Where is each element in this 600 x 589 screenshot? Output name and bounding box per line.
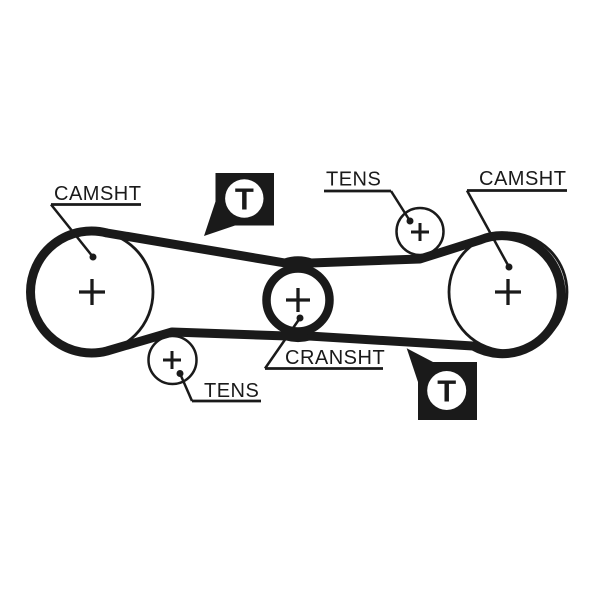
camshaft-right-center-plus-icon — [495, 279, 521, 305]
camshaft-right-label: CAMSHT — [479, 168, 566, 190]
camshaft-left-label: CAMSHT — [54, 183, 141, 205]
timing-mark-bottom-circle — [427, 371, 467, 410]
tensioner-bottom-center-plus-icon — [163, 351, 181, 369]
label-crankshaft: CRANSHT — [263, 314, 385, 370]
tensioner-top-leader-dot — [406, 217, 414, 225]
camshaft-left-leader-line — [50, 203, 94, 258]
camshaft-left-center-plus-icon — [79, 279, 105, 305]
crankshaft-label: CRANSHT — [285, 347, 385, 369]
label-camshaft-left: CAMSHT — [50, 183, 141, 261]
tensioner-top-center-plus-icon — [411, 223, 429, 241]
tensioner-bottom-leader-line — [178, 373, 194, 402]
timing-mark-icon-top: T — [204, 173, 274, 236]
label-tensioner-bottom: TENS — [176, 370, 261, 403]
timing-mark-icon-bottom: T — [406, 348, 477, 420]
crankshaft-pulley — [262, 264, 334, 336]
camshaft-right-leader-dot — [505, 263, 513, 271]
tensioner-bottom-leader-dot — [176, 370, 184, 377]
timing-mark-top-circle — [225, 179, 264, 218]
timing-mark-top-letter: T — [235, 182, 254, 217]
label-camshaft-right: CAMSHT — [465, 168, 567, 271]
timing-belt — [26, 226, 566, 359]
tensioner-top-label: TENS — [326, 169, 381, 191]
tensioner-bottom-label: TENS — [204, 380, 259, 402]
crankshaft-leader-line — [263, 317, 302, 370]
tensioner-top-leader-line — [389, 190, 412, 222]
camshaft-right-leader-line — [465, 189, 511, 268]
timing-mark-bottom-letter: T — [437, 374, 456, 409]
crankshaft-center-plus-icon — [286, 288, 310, 312]
label-tensioner-top: TENS — [324, 169, 414, 225]
camshaft-left-leader-dot — [89, 253, 97, 261]
crankshaft-leader-dot — [296, 314, 304, 322]
